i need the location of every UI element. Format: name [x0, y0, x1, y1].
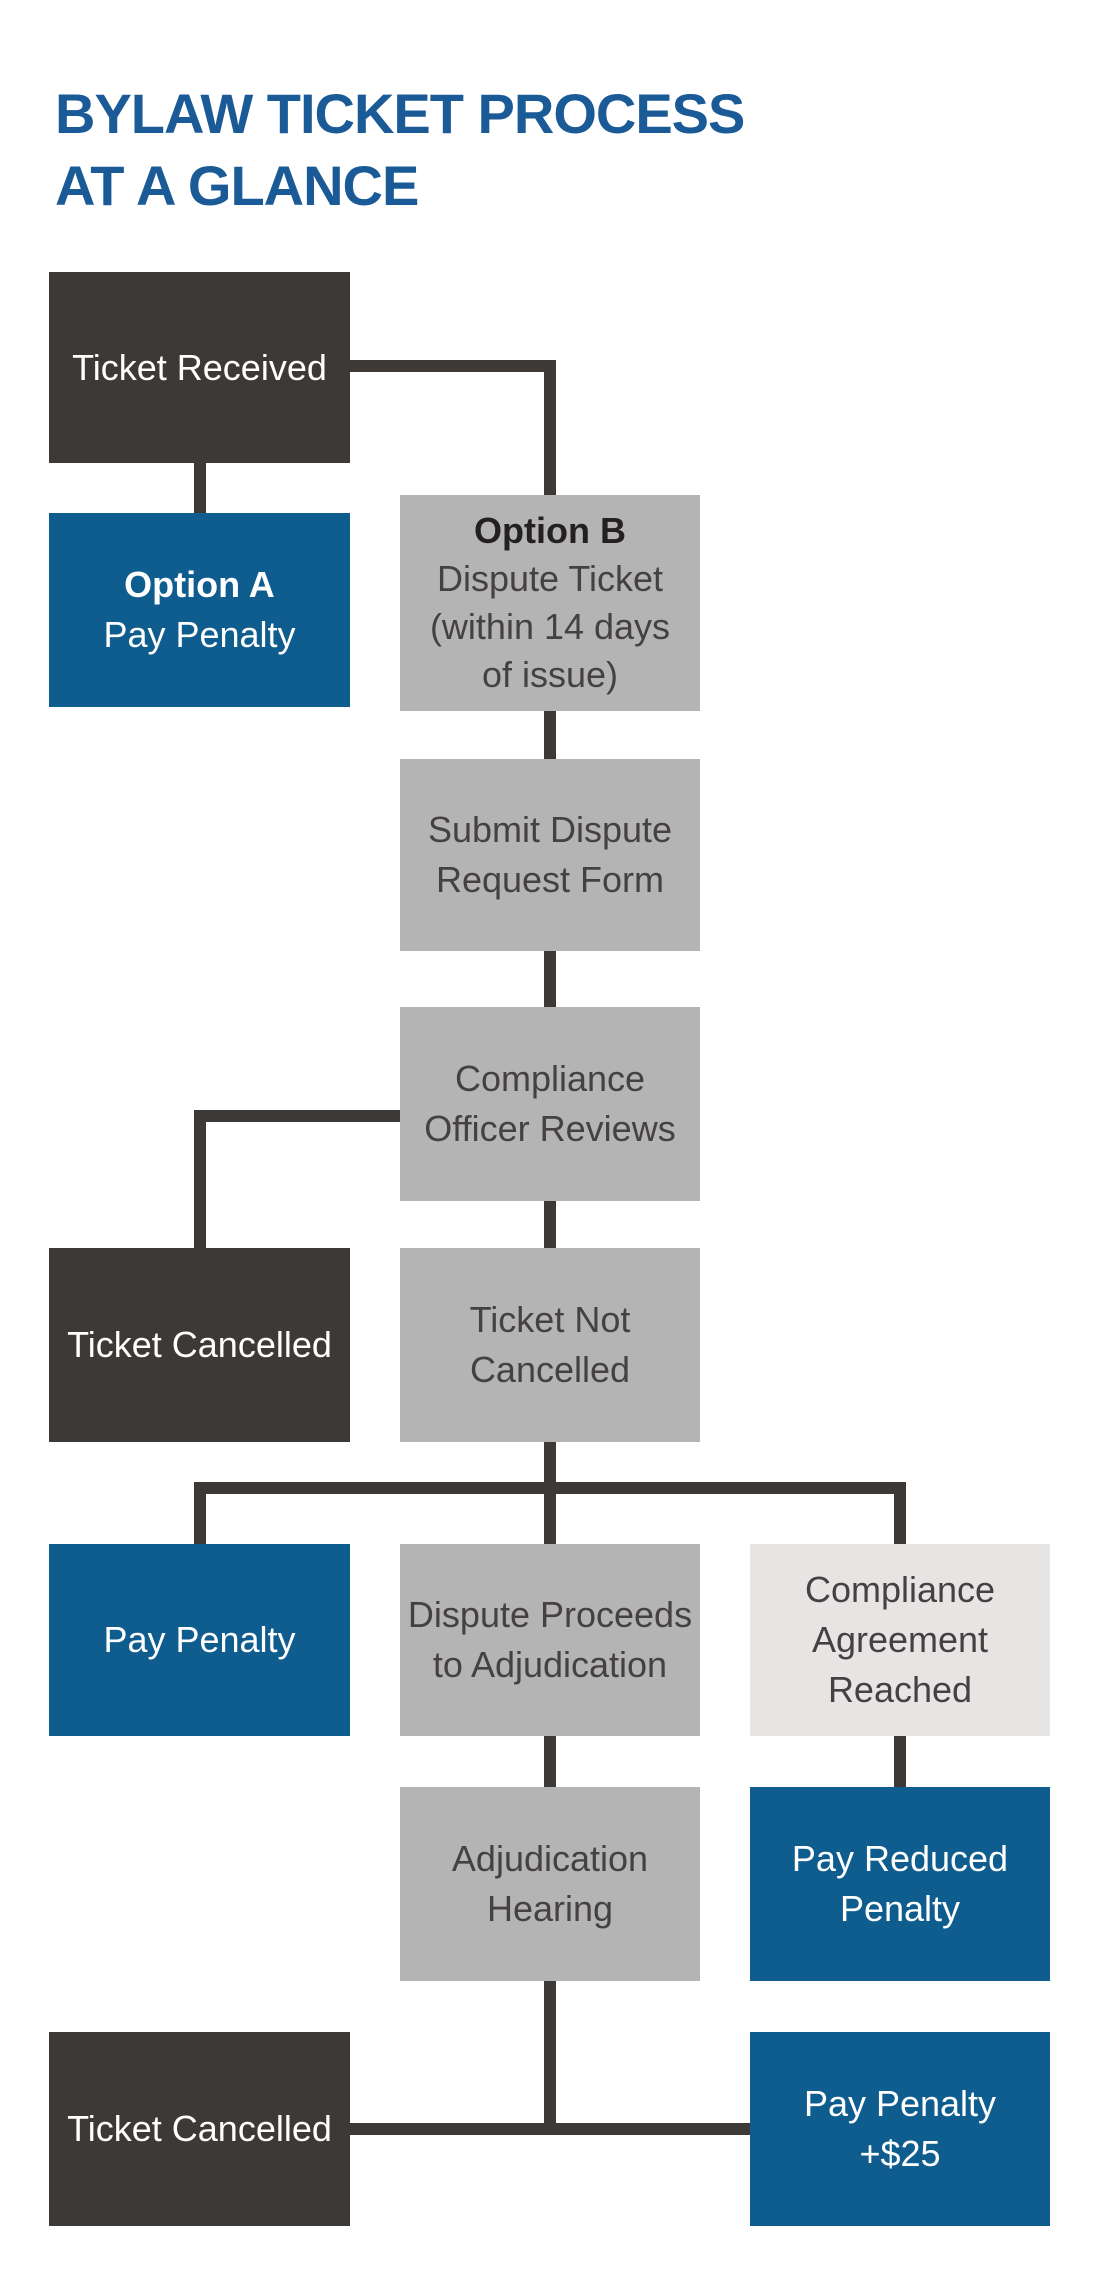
- node-label: to Adjudication: [432, 1644, 668, 1685]
- node-ticket-cancelled-first: Ticket Cancelled: [49, 1248, 350, 1442]
- node-label: Ticket Received: [72, 346, 327, 388]
- node-label: Agreement: [811, 1619, 989, 1660]
- node-label: Compliance: [454, 1058, 646, 1099]
- edge-compliance-reviews-to-ticket-cancelled-vertical: [194, 1110, 206, 1248]
- node-label: Request Form: [435, 859, 665, 900]
- node-heading: Option A: [124, 564, 275, 605]
- node-label: Pay Penalty: [103, 614, 296, 655]
- node-pay-reduced-penalty: Pay Reduced Penalty: [750, 1787, 1050, 1981]
- edge-dispute-proceeds-to-adjudication-hearing: [544, 1736, 556, 1787]
- node-option-b-dispute-ticket: Option B Dispute Ticket (within 14 days …: [400, 495, 700, 711]
- node-pay-penalty: Pay Penalty: [49, 1544, 350, 1736]
- node-label: Ticket Cancelled: [67, 1324, 332, 1365]
- edge-ticket-received-to-option-b-vertical: [544, 360, 556, 495]
- node-label: Hearing: [486, 1888, 614, 1929]
- node-heading: Option B: [474, 510, 626, 551]
- node-option-a-pay-penalty: Option A Pay Penalty: [49, 513, 350, 707]
- node-label: Dispute Proceeds: [407, 1594, 693, 1635]
- edge-branch-drop-compliance-agreement: [894, 1490, 906, 1544]
- node-label: Compliance: [804, 1569, 996, 1610]
- node-label: Reached: [827, 1669, 973, 1710]
- node-ticket-cancelled-second: Ticket Cancelled: [49, 2032, 350, 2226]
- node-label: of issue): [481, 654, 619, 695]
- node-ticket-received: Ticket Received: [49, 272, 350, 463]
- edge-bottom-tee-horizontal: [350, 2123, 750, 2135]
- edge-ticket-received-to-option-b-horizontal: [347, 360, 556, 372]
- node-submit-dispute-request-form: Submit Dispute Request Form: [400, 759, 700, 951]
- node-label: +$25: [859, 2133, 941, 2174]
- edge-ticket-received-to-option-a: [194, 463, 206, 513]
- edge-branch-drop-pay-penalty: [194, 1490, 206, 1544]
- node-label: Cancelled: [469, 1349, 631, 1390]
- node-label: Submit Dispute: [427, 809, 673, 850]
- node-dispute-proceeds-to-adjudication: Dispute Proceeds to Adjudication: [400, 1544, 700, 1736]
- node-compliance-agreement-reached: Compliance Agreement Reached: [750, 1544, 1050, 1736]
- node-label: Pay Reduced: [791, 1838, 1009, 1879]
- node-pay-penalty-plus-25: Pay Penalty +$25: [750, 2032, 1050, 2226]
- node-label: Adjudication: [451, 1838, 649, 1879]
- page-title-line2: AT A GLANCE: [55, 154, 419, 217]
- node-ticket-not-cancelled: Ticket Not Cancelled: [400, 1248, 700, 1442]
- node-label: Ticket Not: [469, 1299, 631, 1340]
- node-label: (within 14 days: [429, 606, 671, 647]
- edge-ticket-not-cancelled-stub: [544, 1442, 556, 1488]
- page-title-line1: BYLAW TICKET PROCESS: [55, 82, 745, 145]
- edge-adjudication-hearing-down-vertical: [544, 1981, 556, 2135]
- node-label: Ticket Cancelled: [67, 2108, 332, 2149]
- node-label: Pay Penalty: [103, 1619, 296, 1660]
- page-title: BYLAW TICKET PROCESS AT A GLANCE: [55, 78, 955, 222]
- node-label: Dispute Ticket: [436, 558, 664, 599]
- edge-compliance-agreement-to-pay-reduced-penalty: [894, 1736, 906, 1787]
- edge-compliance-reviews-to-ticket-not-cancelled: [544, 1201, 556, 1248]
- node-compliance-officer-reviews: Compliance Officer Reviews: [400, 1007, 700, 1201]
- node-label: Penalty: [839, 1888, 961, 1929]
- edge-submit-dispute-to-compliance-reviews: [544, 951, 556, 1007]
- edge-branch-drop-dispute-proceeds: [544, 1490, 556, 1544]
- node-label: Pay Penalty: [803, 2083, 997, 2124]
- edge-three-way-branch-horizontal: [194, 1482, 906, 1494]
- node-adjudication-hearing: Adjudication Hearing: [400, 1787, 700, 1981]
- node-label: Officer Reviews: [424, 1108, 676, 1149]
- edge-option-b-to-submit-dispute: [544, 711, 556, 759]
- edge-compliance-reviews-to-ticket-cancelled-horizontal: [194, 1110, 400, 1122]
